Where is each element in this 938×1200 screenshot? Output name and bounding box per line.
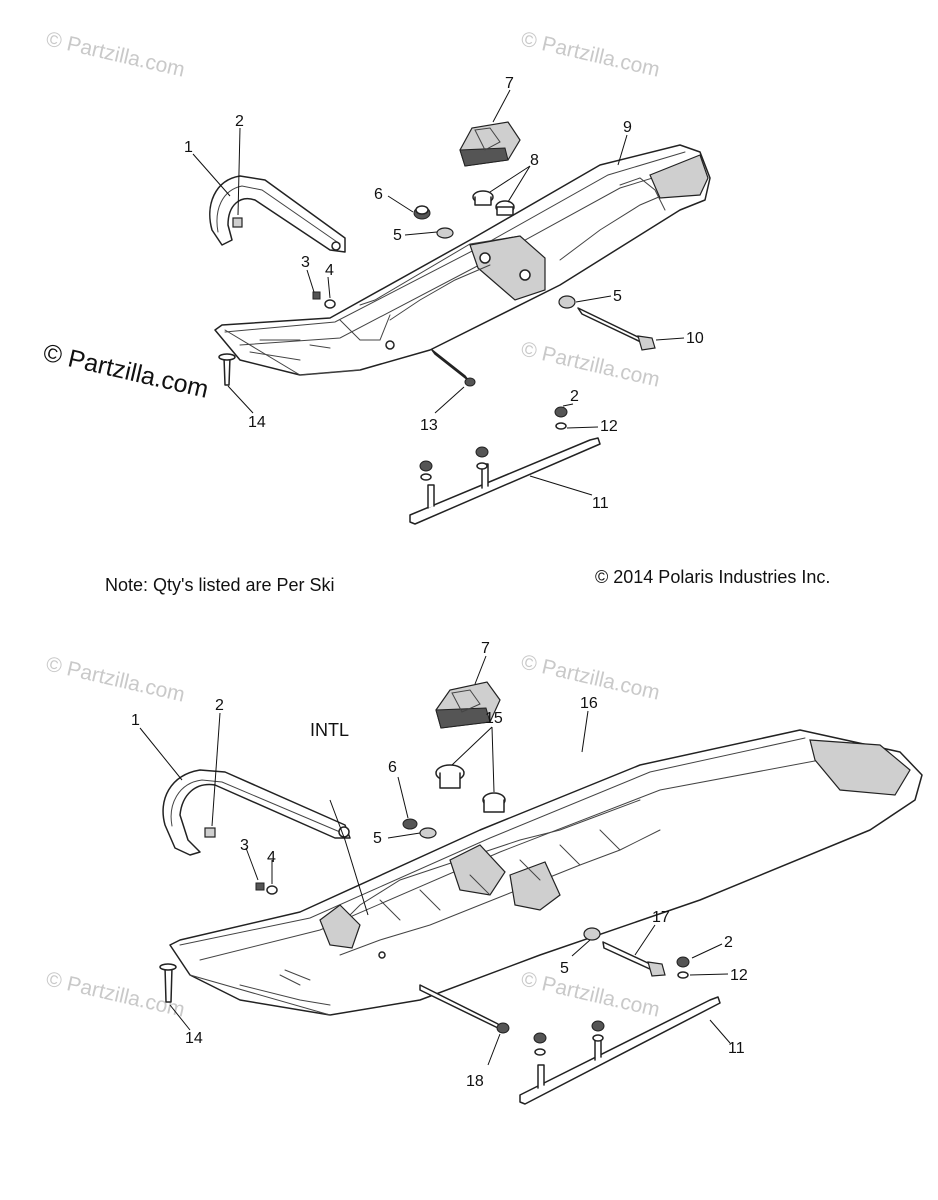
washer-5-bottom-b bbox=[583, 927, 601, 941]
callout-15: 15 bbox=[485, 710, 503, 727]
callout-3: 3 bbox=[240, 837, 249, 854]
callout-11: 11 bbox=[728, 1040, 745, 1057]
callout-9: 9 bbox=[623, 119, 632, 136]
washer-4-bottom bbox=[266, 885, 278, 895]
top-ski-assembly: 1 2 3 4 5 6 7 8 9 5 10 2 12 11 13 14 bbox=[184, 75, 711, 525]
callout-5: 5 bbox=[613, 288, 622, 305]
watermark: © Partzilla.com bbox=[44, 652, 187, 706]
callout-5: 5 bbox=[560, 960, 569, 977]
bolt-10 bbox=[577, 307, 656, 351]
callout-12: 12 bbox=[730, 967, 748, 984]
watermark: © Partzilla.com bbox=[44, 27, 187, 81]
callout-2: 2 bbox=[235, 113, 244, 130]
bolt-18 bbox=[419, 984, 510, 1034]
nut-2-top bbox=[232, 217, 243, 228]
ski-body-16 bbox=[169, 729, 923, 1016]
nut-2-bottom-left bbox=[204, 827, 216, 838]
bolt-17 bbox=[602, 941, 666, 977]
qty-note: Note: Qty's listed are Per Ski bbox=[105, 575, 335, 595]
callout-1: 1 bbox=[184, 139, 193, 156]
ski-body-9 bbox=[214, 144, 711, 376]
nut-6-top bbox=[413, 205, 431, 220]
callout-11: 11 bbox=[592, 495, 609, 512]
washer-4-top bbox=[324, 299, 336, 309]
washer-5-top-b bbox=[558, 295, 576, 309]
callout-13: 13 bbox=[420, 417, 438, 434]
callout-4: 4 bbox=[267, 849, 276, 866]
rivet-14-bottom bbox=[159, 963, 177, 1003]
spacers-15 bbox=[435, 764, 506, 813]
watermark-main: © Partzilla.com bbox=[41, 339, 211, 404]
callout-1: 1 bbox=[131, 712, 140, 729]
callout-6: 6 bbox=[374, 186, 383, 203]
watermark: © Partzilla.com bbox=[519, 967, 662, 1021]
pad-7 bbox=[459, 121, 521, 167]
callout-14: 14 bbox=[248, 414, 266, 431]
callout-10: 10 bbox=[686, 330, 704, 347]
spacers-8 bbox=[472, 190, 515, 216]
watermark: © Partzilla.com bbox=[519, 27, 662, 81]
callout-8: 8 bbox=[530, 152, 539, 169]
copyright-note: © 2014 Polaris Industries Inc. bbox=[595, 567, 830, 587]
callout-18: 18 bbox=[466, 1073, 484, 1090]
ski-loop-1 bbox=[209, 175, 346, 253]
washer-12-bottom bbox=[677, 971, 689, 979]
nut-3-top bbox=[312, 291, 321, 300]
callout-12: 12 bbox=[600, 418, 618, 435]
callout-4: 4 bbox=[325, 262, 334, 279]
carbide-11-bottom bbox=[519, 996, 721, 1105]
ski-loop-1-bottom bbox=[162, 769, 351, 856]
washer-5-bottom-a bbox=[419, 827, 437, 839]
callout-7: 7 bbox=[481, 640, 490, 657]
rivet-14 bbox=[218, 353, 236, 386]
callout-6: 6 bbox=[388, 759, 397, 776]
nut-2-bottom-right bbox=[676, 956, 690, 968]
callout-16: 16 bbox=[580, 695, 598, 712]
callout-2: 2 bbox=[570, 388, 579, 405]
callout-3: 3 bbox=[301, 254, 310, 271]
callout-2: 2 bbox=[724, 934, 733, 951]
callout-17: 17 bbox=[652, 909, 670, 926]
callout-14: 14 bbox=[185, 1030, 203, 1047]
nut-3-bottom bbox=[255, 882, 265, 891]
nut-6-bottom bbox=[402, 818, 418, 830]
bolt-13 bbox=[431, 349, 476, 387]
bottom-ski-assembly-intl: INTL bbox=[131, 640, 923, 1105]
carbide-11 bbox=[409, 406, 601, 525]
pad-7-bottom bbox=[435, 681, 501, 729]
intl-label: INTL bbox=[310, 720, 349, 740]
callout-2: 2 bbox=[215, 697, 224, 714]
callout-7: 7 bbox=[505, 75, 514, 92]
callout-5: 5 bbox=[393, 227, 402, 244]
washer-5-top-a bbox=[436, 227, 454, 239]
callout-5: 5 bbox=[373, 830, 382, 847]
